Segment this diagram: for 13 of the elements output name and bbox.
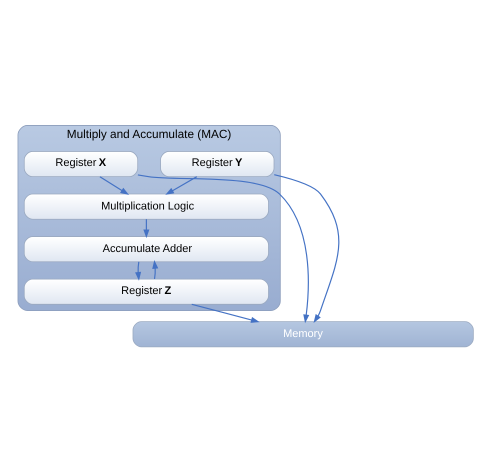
arrow (165, 176, 198, 194)
arrow (143, 218, 150, 238)
arrow (135, 261, 142, 280)
arrow (138, 174, 310, 323)
arrow (152, 260, 158, 279)
node-box: Register Y (160, 150, 274, 177)
arrow (100, 176, 130, 194)
node-box: Register Z (24, 278, 269, 304)
arrow (274, 174, 340, 322)
node-box: Memory (132, 320, 474, 347)
node-box: Multiplication Logic (24, 193, 269, 220)
node-box: Register X (24, 150, 138, 177)
node-box: Accumulate Adder (24, 236, 269, 262)
